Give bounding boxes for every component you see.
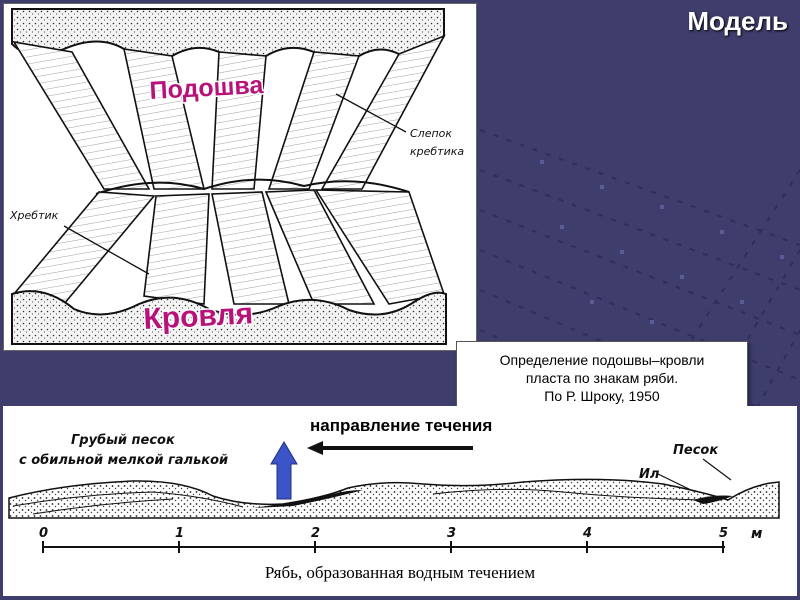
flow-arrow-head-icon	[307, 441, 323, 455]
ripple-profile-drawing: 0 1 2 3 4 5 м Грубый песок с обильной ме…	[8, 433, 780, 553]
flow-direction-label: направление течения	[310, 416, 493, 435]
caption-line-1: Определение подошвы–кровли	[499, 352, 705, 368]
caption-box: Определение подошвы–кровли пласта по зна…	[456, 341, 748, 415]
label-coarse-line1: Грубый песок	[71, 433, 176, 448]
sediment-body	[8, 478, 780, 519]
label-coarse-line2: с обильной мелкой галькой	[19, 453, 228, 468]
scale-tick-2: 2	[311, 526, 320, 541]
profile-caption: Рябь, образованная водным течением	[264, 563, 536, 582]
scale-tick-3: 3	[447, 526, 456, 541]
caption-line-2: пласта по знакам ряби.	[525, 370, 679, 386]
slide-title: Модель	[687, 6, 788, 36]
scale-tick-0: 0	[39, 526, 48, 541]
label-khrebtik: Хребтик	[9, 209, 59, 222]
scale-tick-1: 1	[175, 526, 184, 541]
label-slepok-line1: Слепок	[410, 127, 452, 140]
ripple-profile-figure: 0 1 2 3 4 5 м Грубый песок с обильной ме…	[3, 406, 797, 596]
scale-unit: м	[751, 526, 762, 542]
label-sand: Песок	[673, 443, 719, 458]
silt-lens	[253, 490, 363, 508]
ripple-model-figure: Подошва Кровля Слепок кребтика Хребтик	[3, 3, 477, 351]
ripple-model-drawing: Подошва Кровля Слепок кребтика Хребтик	[9, 8, 464, 345]
label-slepok-line2: кребтика	[410, 145, 464, 158]
label-silt: Ил	[639, 467, 660, 482]
scale-tick-4: 4	[582, 526, 592, 541]
caption-line-3: По Р. Шроку, 1950	[544, 388, 660, 404]
label-krovlya: Кровля	[143, 297, 254, 336]
up-arrow-icon	[270, 441, 298, 500]
roof-slab	[11, 290, 447, 345]
scale-tick-5: 5	[719, 526, 728, 541]
